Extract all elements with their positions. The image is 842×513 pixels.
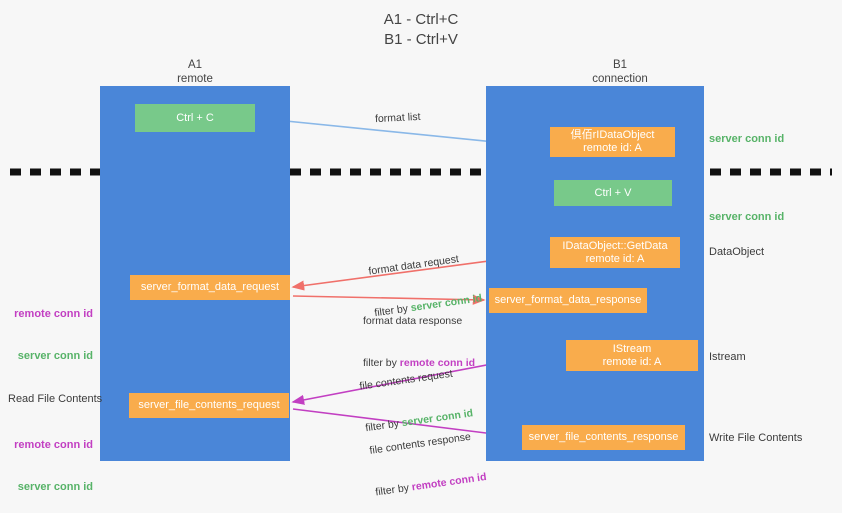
label-file-contents-response: file contents response filter by remote … [365, 401, 490, 513]
box-server-file-contents-response[interactable]: server_file_contents_response [522, 425, 685, 450]
box-ctrl-c[interactable]: Ctrl + C [135, 104, 255, 132]
label-line-filter: filter by remote conn id [363, 356, 475, 370]
box-istream[interactable]: IStream remote id: A [566, 340, 698, 371]
box-ctrl-v[interactable]: Ctrl + V [554, 180, 672, 206]
annotation-server-conn-id: server conn id [17, 350, 93, 362]
box-server-file-contents-request[interactable]: server_file_contents_request [129, 393, 289, 418]
label-line-primary: file contents response [368, 430, 472, 457]
annotation-read-file-contents: Read File Contents [8, 393, 103, 405]
arrow-file-contents-response [292, 408, 520, 441]
filter-prefix: filter by [363, 357, 400, 369]
label-format-list: format list [374, 110, 421, 126]
annotation-remote-conn-id: remote conn id [14, 439, 93, 451]
filter-value: remote conn id [411, 470, 488, 494]
label-line-primary: format data response [363, 315, 463, 327]
annotation-server-conn-id: server conn id [17, 481, 93, 493]
annotation-server-conn-id-top: server conn id [709, 133, 785, 145]
annotation-conn-ids-format: remote conn id server conn id [8, 279, 93, 377]
box-server-format-data-request[interactable]: server_format_data_request [130, 275, 290, 300]
annotation-server-conn-id-mid: server conn id [709, 211, 785, 223]
label-line-primary: format data request [367, 253, 460, 278]
annotation-istream: Istream [709, 351, 746, 363]
column-header-b1: B1 connection [592, 59, 648, 85]
page-title: A1 - Ctrl+C B1 - Ctrl+V [383, 11, 459, 48]
filter-prefix: filter by [374, 481, 413, 499]
annotation-write-file-contents: Write File Contents [709, 432, 803, 444]
annotation-data-object: DataObject [709, 246, 765, 258]
arrow-format-data-response [292, 294, 486, 305]
annotation-conn-ids-file: remote conn id server conn id [8, 410, 93, 508]
label-line-primary: file contents request [358, 367, 454, 393]
column-header-a1: A1 remote [177, 59, 213, 85]
box-idataobject-getdata[interactable]: IDataObject::GetData remote id: A [550, 237, 680, 268]
box-server-format-data-response[interactable]: server_format_data_response [489, 288, 647, 313]
label-format-data-response: format data response filter by remote co… [363, 286, 475, 384]
box-ole-set-clipboard-idataobject[interactable]: 倶佰rIDataObject remote id: A [550, 127, 675, 157]
annotation-remote-conn-id: remote conn id [14, 308, 93, 320]
filter-value: remote conn id [399, 357, 476, 369]
